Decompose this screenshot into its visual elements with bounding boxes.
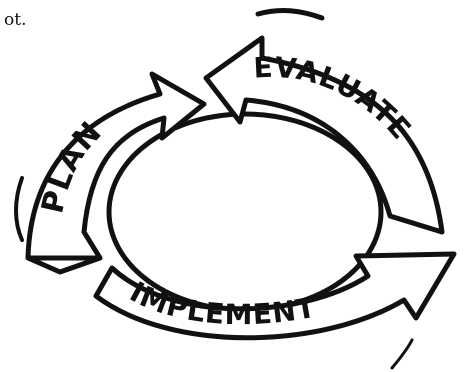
sketch-mark-bottom (390, 338, 414, 370)
plan-arrow-tail (26, 255, 101, 275)
evaluate-arrow (203, 35, 445, 235)
sketch-mark-top (255, 8, 325, 21)
corner-text-fragment: ot. (4, 10, 27, 30)
implement-arrow (93, 251, 457, 341)
plan-arrow (25, 71, 207, 261)
sketch-mark-left (14, 176, 24, 242)
